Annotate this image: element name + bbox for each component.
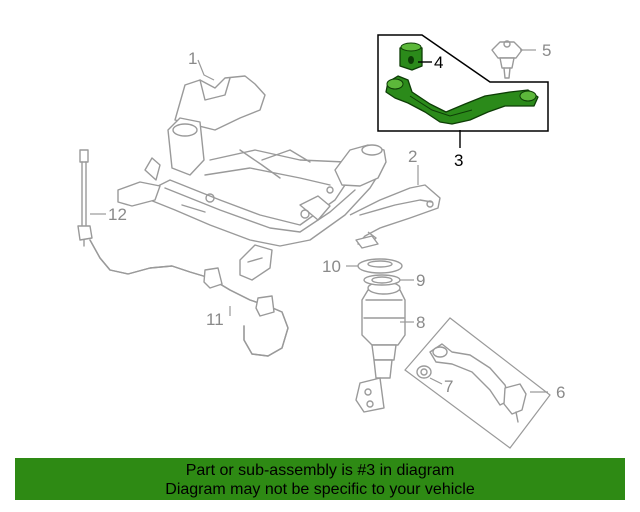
callout-10: 10 — [322, 257, 341, 276]
lower-control-arm-part-6[interactable] — [429, 343, 527, 423]
air-strut-part-8[interactable] — [355, 281, 406, 413]
stabilizer-bar-part-11[interactable] — [89, 239, 289, 357]
banner-line-1: Part or sub-assembly is #3 in diagram — [185, 462, 455, 479]
spacer-ring-part-9[interactable] — [363, 274, 401, 286]
stabilizer-link-part-12[interactable] — [77, 149, 93, 247]
callout-12: 12 — [108, 205, 127, 224]
callout-5: 5 — [542, 41, 551, 60]
leader-line-1 — [197, 59, 215, 81]
splash-shield-part-2[interactable] — [349, 184, 441, 249]
banner-line-2: Diagram may not be specific to your vehi… — [165, 481, 475, 498]
lower-arm-box — [404, 317, 551, 449]
callout-6: 6 — [556, 383, 565, 402]
parts-diagram: 1 2 4 3 5 6 — [77, 34, 565, 449]
callout-7: 7 — [444, 377, 453, 396]
callout-2: 2 — [408, 147, 417, 166]
callout-1: 1 — [188, 49, 197, 68]
bushing-part-4[interactable] — [399, 42, 423, 71]
leader-line-7 — [429, 377, 443, 385]
subframe-part-1[interactable] — [117, 75, 387, 281]
upper-control-arm-part-3[interactable] — [385, 75, 539, 125]
upper-mount-part-10[interactable] — [357, 258, 403, 274]
callout-3: 3 — [454, 151, 463, 170]
ball-joint-part-5[interactable] — [491, 40, 523, 79]
callout-8: 8 — [416, 313, 425, 332]
info-banner: Part or sub-assembly is #3 in diagram Di… — [15, 458, 625, 500]
callout-4: 4 — [434, 53, 443, 72]
callout-11: 11 — [206, 310, 224, 329]
bushing-part-7[interactable] — [416, 365, 432, 379]
callout-9: 9 — [416, 271, 425, 290]
